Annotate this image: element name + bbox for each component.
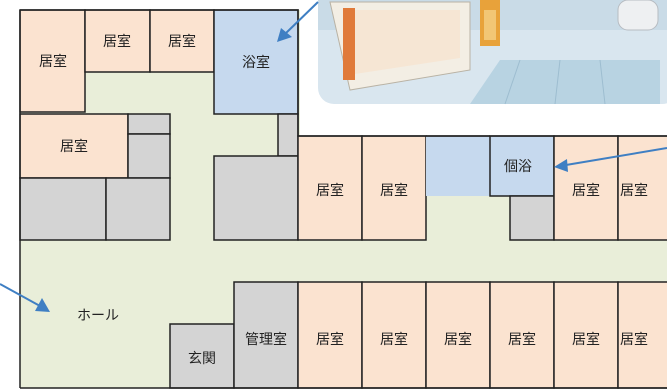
room-label-kyoshitsu: 居室: [572, 182, 600, 199]
utility-room: [213, 155, 299, 241]
room-label-kyoshitsu: 居室: [60, 138, 88, 155]
room-kyoshitsu-11: [425, 281, 491, 389]
room-kyoshitsu-7: [553, 135, 619, 241]
room-label-kyoshitsu: 居室: [168, 33, 196, 50]
utility-room: [105, 177, 171, 241]
room-label-kyoshitsu: 居室: [620, 331, 648, 348]
room-label-kyoshitsu: 居室: [103, 33, 131, 50]
room-label-kyoshitsu: 居室: [316, 182, 344, 199]
room-label-kyoshitsu: 居室: [508, 331, 536, 348]
room-label-kyoshitsu: 居室: [444, 331, 472, 348]
utility-room: [127, 113, 171, 135]
arrow-to-yokushitsu: [277, 1, 319, 42]
room-label-kyoshitsu: 居室: [380, 331, 408, 348]
room-label-hall: ホール: [77, 308, 119, 324]
bathroom-photo: [318, 0, 667, 105]
room-kyoshitsu-9: [297, 281, 363, 389]
room-label-kyoshitsu: 居室: [316, 331, 344, 348]
room-label-koyoku: 個浴: [504, 159, 532, 175]
room-label-kyoshitsu: 居室: [620, 182, 648, 199]
room-kanrishitsu: [233, 281, 299, 389]
room-kyoshitsu-3: [149, 9, 215, 73]
utility-room: [277, 113, 299, 157]
room-yokushitsu: [213, 9, 299, 115]
outer-wall: [20, 9, 667, 137]
bath-area: [426, 136, 490, 196]
room-label-kyoshitsu: 居室: [380, 182, 408, 199]
room-label-kanrishitsu: 管理室: [245, 331, 287, 348]
arrow-to-koyoku: [554, 147, 667, 172]
room-label-kyoshitsu: 居室: [572, 331, 600, 348]
room-kyoshitsu-12: [489, 281, 555, 389]
room-kyoshitsu-4: [19, 113, 129, 179]
room-kyoshitsu-8: [617, 135, 667, 241]
utility-room: [509, 195, 555, 241]
utility-room: [127, 133, 171, 179]
room-label-genkan: 玄関: [188, 350, 216, 367]
room-kyoshitsu-10: [361, 281, 427, 389]
room-label-kyoshitsu: 居室: [39, 53, 67, 70]
utility-room: [19, 177, 107, 241]
room-genkan: [169, 323, 235, 389]
room-label-yokushitsu: 浴室: [242, 54, 270, 71]
arrow-to-hall: [0, 283, 50, 312]
room-kyoshitsu-1: [19, 9, 86, 113]
